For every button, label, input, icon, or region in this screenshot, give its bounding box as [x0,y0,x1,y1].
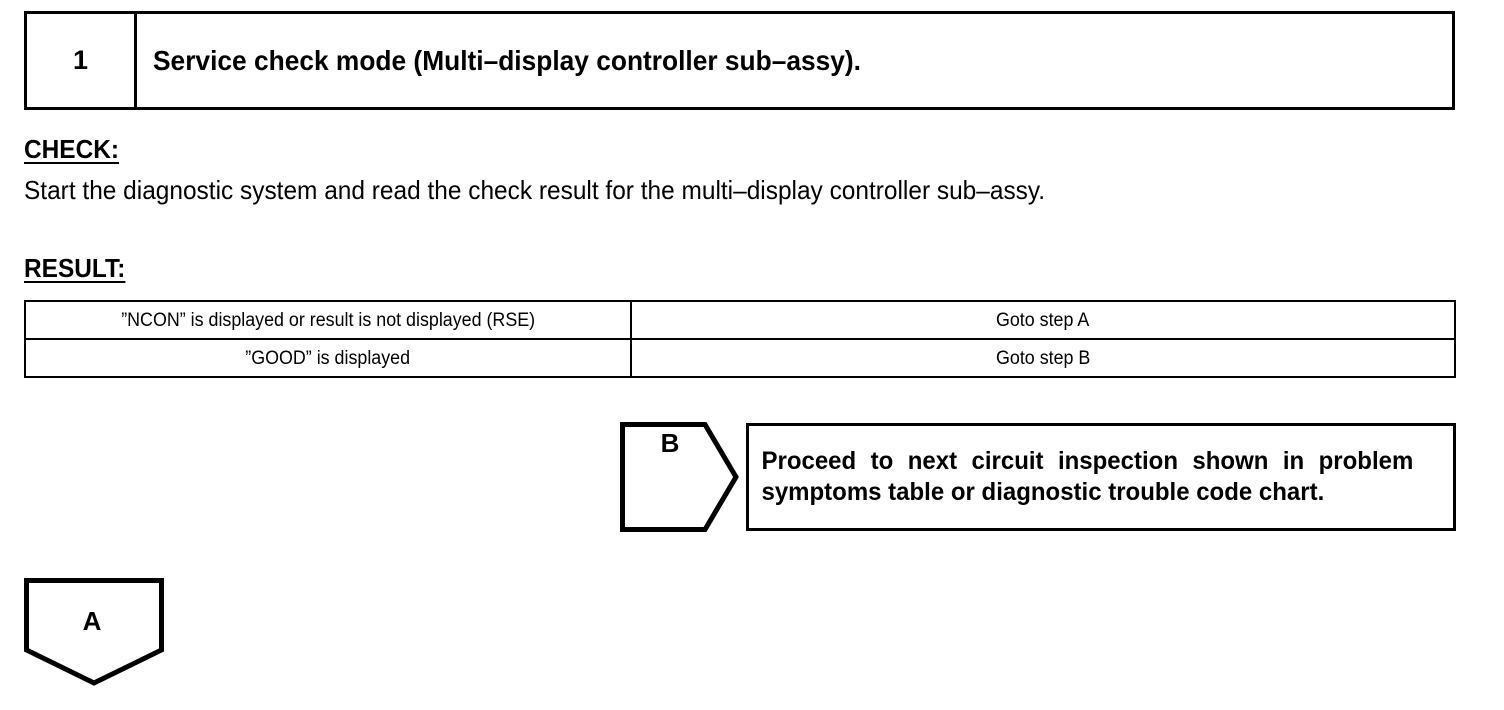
result-action-text: Goto step A [996,309,1090,331]
step-title-cell: Service check mode (Multi–display contro… [137,14,1452,107]
result-action-cell: Goto step B [630,338,1456,378]
result-table: ”NCON” is displayed or result is not dis… [24,300,1456,378]
flow-connector-b-label: B [660,428,680,458]
result-condition-cell: ”GOOD” is displayed [24,338,632,378]
flow-instruction-text: Proceed to next circuit inspection shown… [761,447,1414,506]
table-row: ”NCON” is displayed or result is not dis… [24,300,1456,340]
flow-connector-b-tag: B [620,422,739,532]
arrow-down-pentagon-icon [24,578,164,686]
result-action-text: Goto step B [995,347,1091,369]
result-condition-cell: ”NCON” is displayed or result is not dis… [24,300,632,340]
step-number-cell: 1 [27,14,137,107]
result-condition-text: ”GOOD” is displayed [245,347,411,369]
arrow-right-pentagon-icon [620,422,739,532]
check-instruction-text: Start the diagnostic system and read the… [24,175,1046,205]
check-section-label: CHECK: [24,134,120,164]
step-number: 1 [72,45,89,75]
flow-connector-b-group: B Proceed to next circuit inspection sho… [620,422,1456,532]
flow-connector-a-label: A [82,606,102,636]
result-condition-text: ”NCON” is displayed or result is not dis… [121,309,535,331]
result-section-label: RESULT: [24,253,126,283]
result-action-cell: Goto step A [630,300,1456,340]
step-header-box: 1 Service check mode (Multi–display cont… [24,11,1455,110]
table-row: ”GOOD” is displayed Goto step B [24,338,1456,378]
step-title: Service check mode (Multi–display contro… [153,44,861,76]
flow-instruction-box: Proceed to next circuit inspection shown… [746,423,1456,531]
flow-connector-a-tag: A [24,578,164,688]
